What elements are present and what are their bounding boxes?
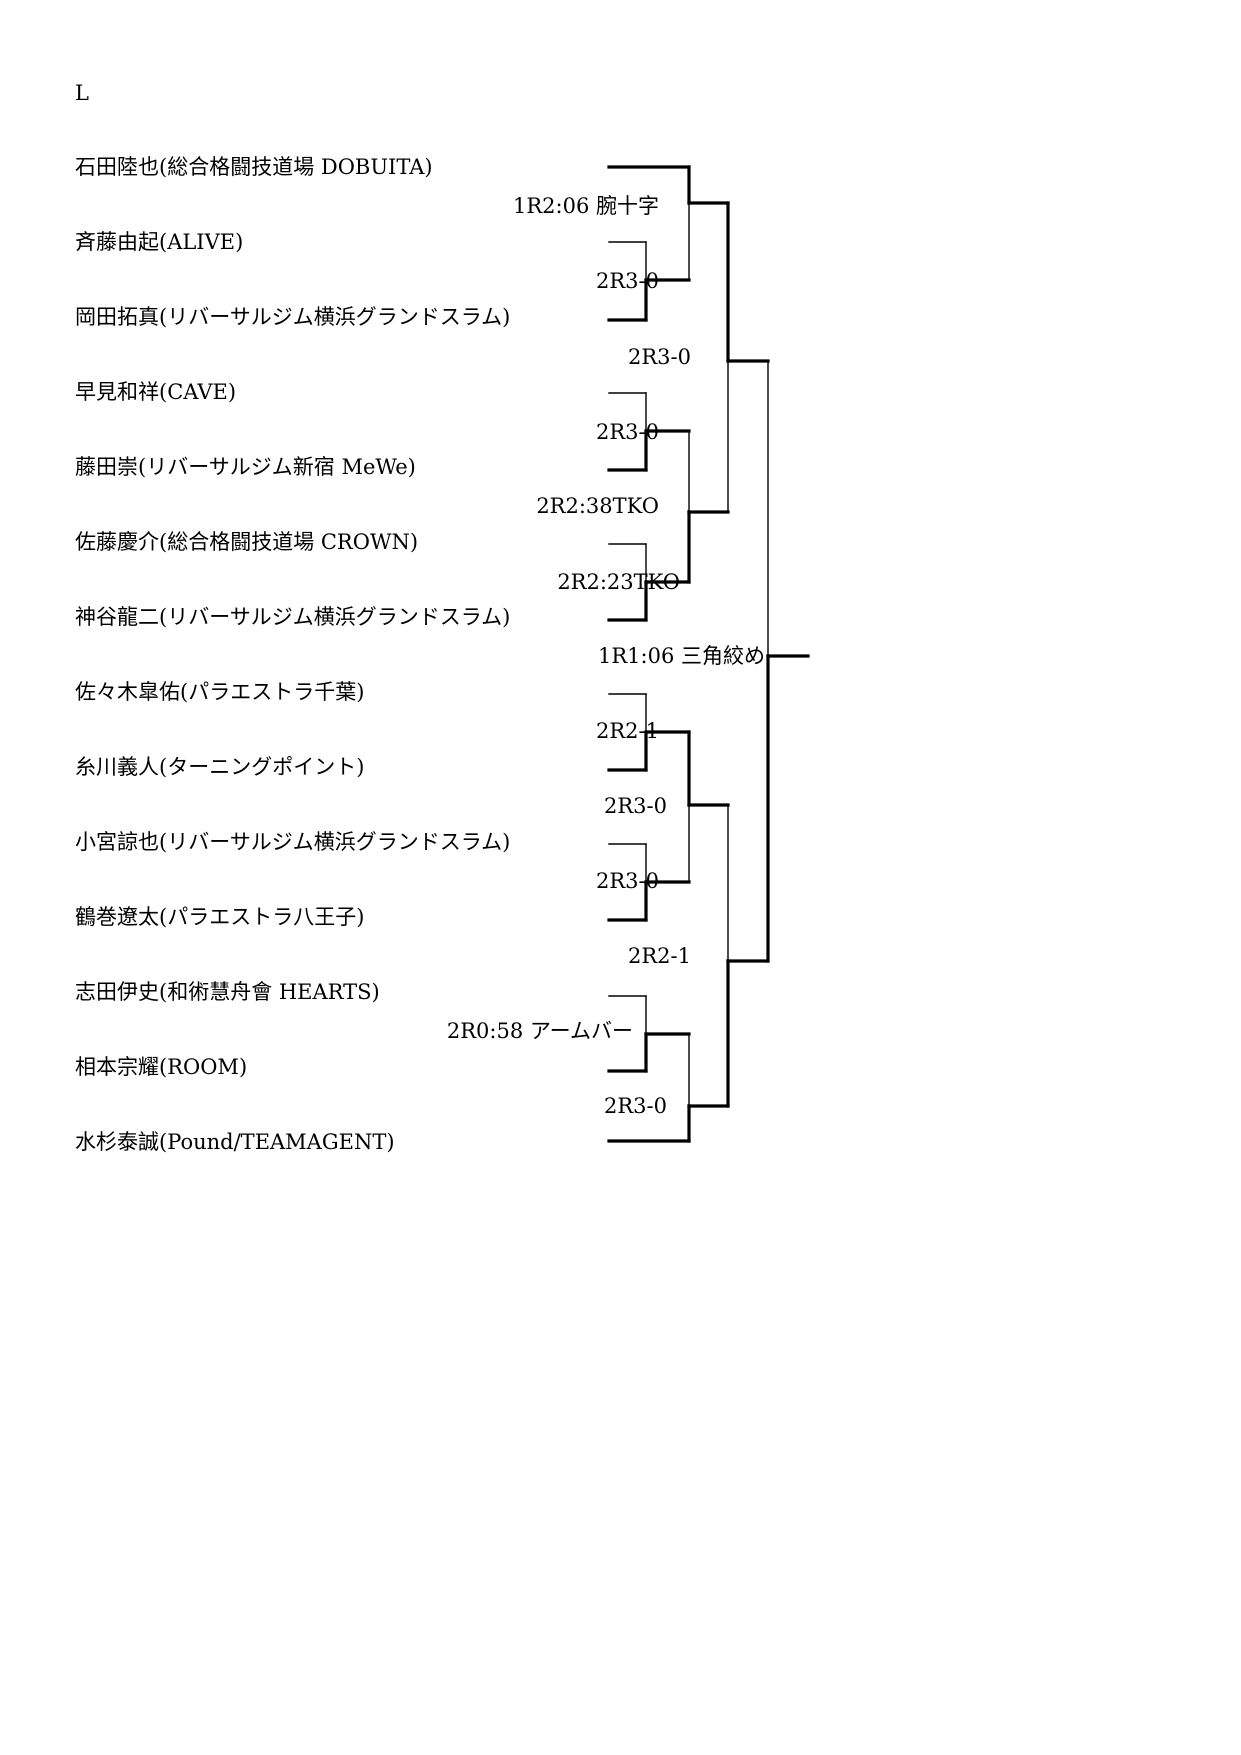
fighter-name: 鶴巻遼太(パラエストラ八王子) (75, 905, 365, 929)
fighter-name: 相本宗耀(ROOM) (75, 1055, 248, 1079)
match-result-label: 2R3-0 (596, 420, 659, 444)
fighter-name: 水杉泰誠(Pound/TEAMAGENT) (75, 1130, 395, 1154)
match-result-label: 2R3-0 (596, 869, 659, 893)
fighter-name: 斉藤由起(ALIVE) (75, 230, 244, 254)
final-result-label: 1R1:06 三角絞め (597, 644, 765, 668)
fighter-name: 糸川義人(ターニングポイント) (75, 755, 365, 779)
fighter-name: 神谷龍二(リバーサルジム横浜グランドスラム) (75, 605, 511, 629)
fighter-name: 早見和祥(CAVE) (75, 380, 237, 404)
fighter-name: 岡田拓真(リバーサルジム横浜グランドスラム) (75, 305, 511, 329)
match-result-label: 2R2-1 (596, 719, 659, 743)
match-result-label: 2R3-0 (628, 345, 691, 369)
page-heading: L (75, 81, 89, 105)
fighter-name: 佐藤慶介(総合格闘技道場 CROWN) (75, 530, 419, 554)
fighter-name: 石田陸也(総合格闘技道場 DOBUITA) (75, 155, 433, 179)
fighter-name: 志田伊史(和術慧舟會 HEARTS) (75, 980, 380, 1004)
match-result-label: 2R3-0 (604, 1094, 667, 1118)
match-result-label: 2R3-0 (596, 269, 659, 293)
match-result-label: 1R2:06 腕十字 (512, 194, 659, 218)
match-result-label: 2R2:23TKO (557, 570, 680, 594)
match-result-label: 2R2-1 (628, 944, 691, 968)
fighter-name: 佐々木皐佑(パラエストラ千葉) (75, 680, 365, 704)
match-result-label: 2R3-0 (604, 794, 667, 818)
fighter-name: 藤田崇(リバーサルジム新宿 MeWe) (75, 455, 416, 479)
match-result-label: 2R0:58 アームバー (446, 1019, 633, 1043)
fighter-name: 小宮諒也(リバーサルジム横浜グランドスラム) (75, 830, 511, 854)
match-result-label: 2R2:38TKO (536, 494, 659, 518)
